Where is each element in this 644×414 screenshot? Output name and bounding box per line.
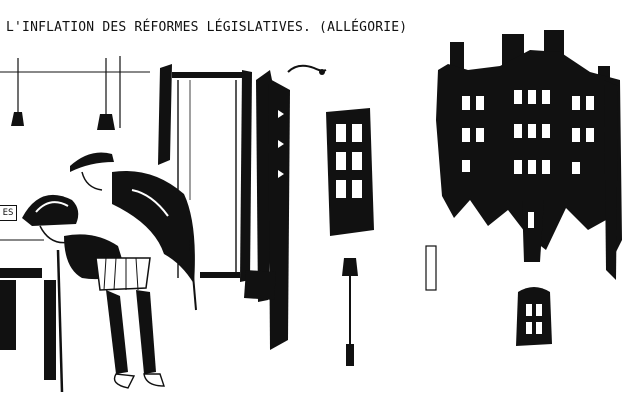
figure-caped xyxy=(70,152,197,311)
doorway xyxy=(158,64,276,302)
street-lamp xyxy=(342,258,358,366)
hanging-lamp-left xyxy=(0,58,150,126)
sign-fragment: ES xyxy=(0,205,17,221)
panel-caption: L'INFLATION DES RÉFORMES LÉGISLATIVES. (… xyxy=(6,20,408,35)
hanging-lamp-right xyxy=(97,58,115,130)
building-facade xyxy=(436,30,622,280)
lower-window xyxy=(516,287,552,346)
cabinet xyxy=(0,239,56,380)
wall-sconce xyxy=(287,64,327,75)
figure-helmeted xyxy=(22,194,165,389)
ornate-column xyxy=(244,78,290,350)
door-outline xyxy=(425,245,437,291)
gothic-window xyxy=(326,108,374,236)
